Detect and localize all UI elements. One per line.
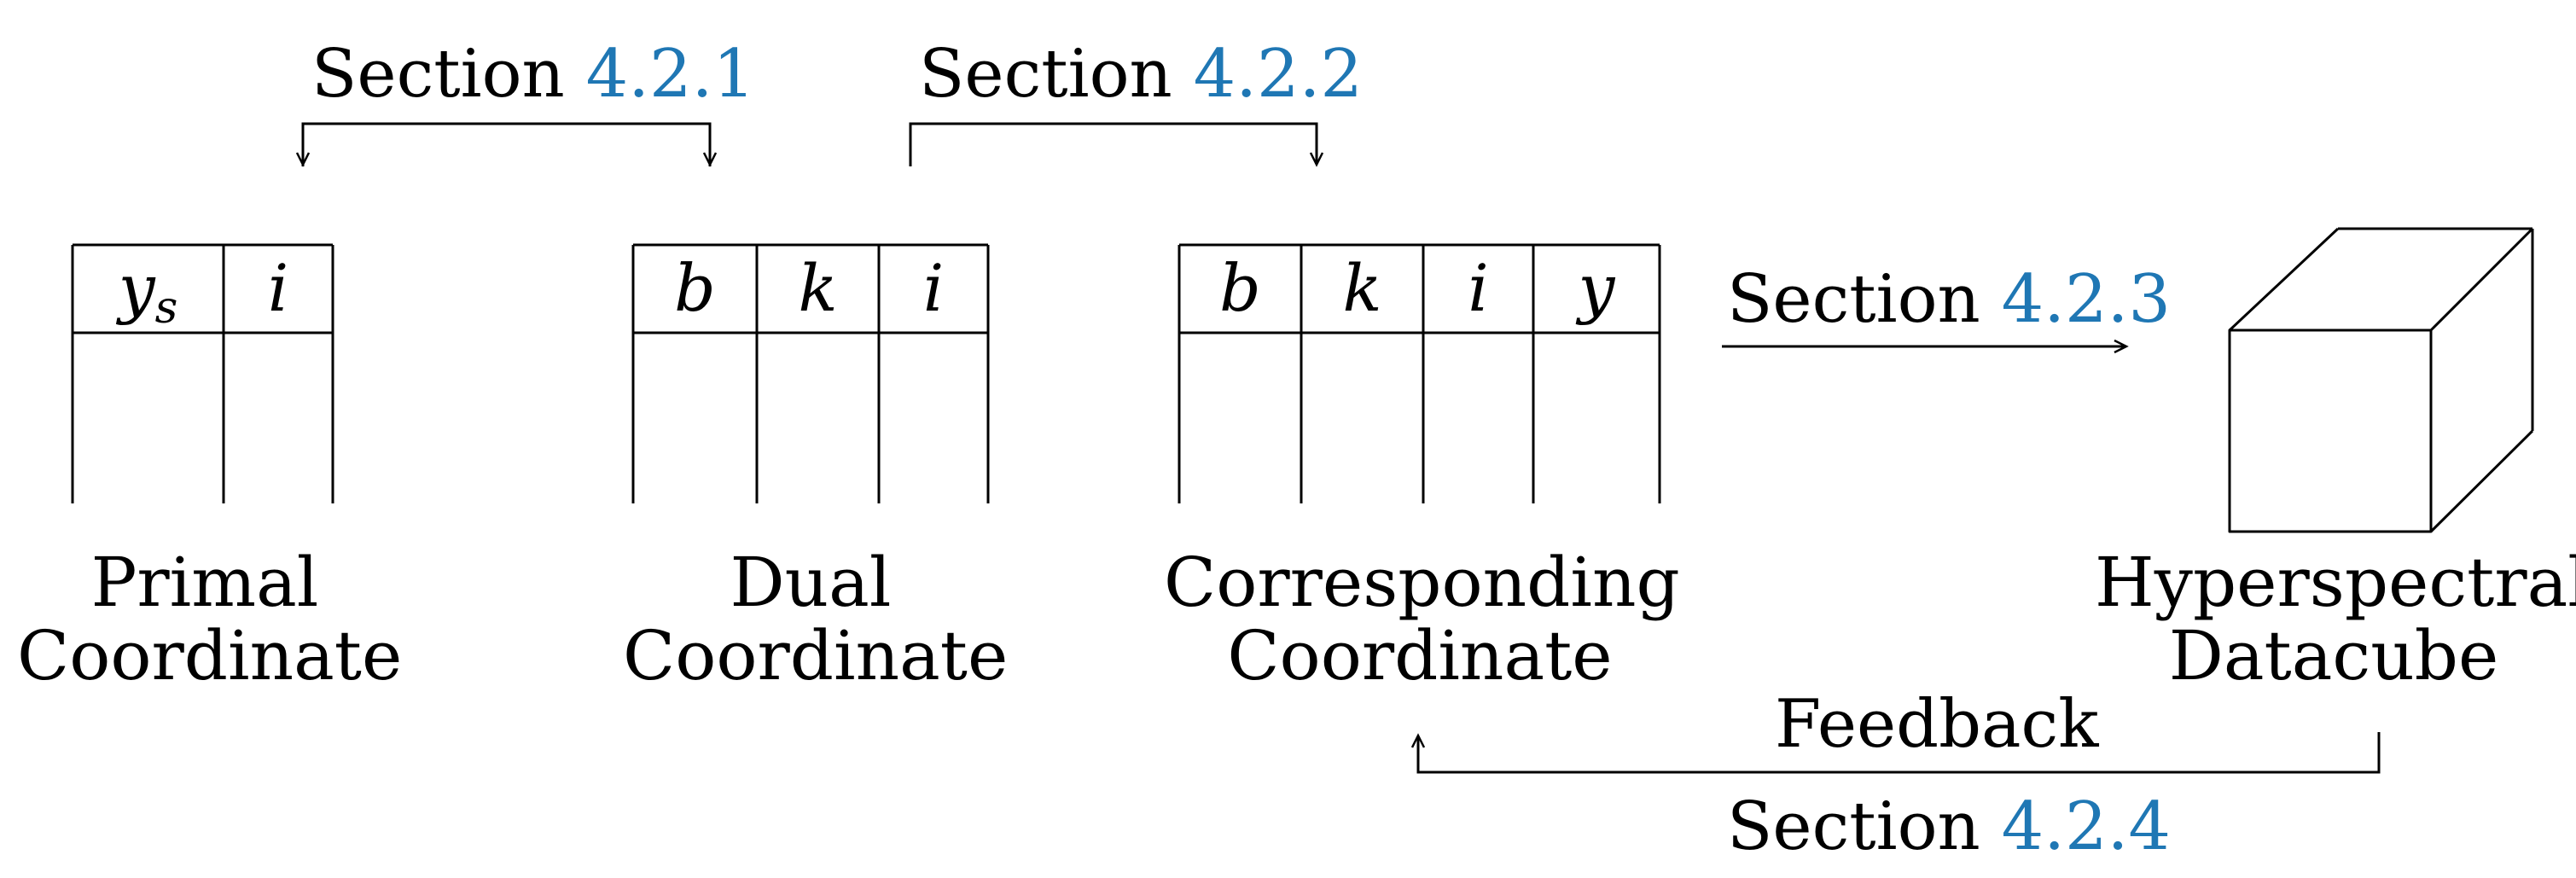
datacube-shape	[2228, 227, 2534, 533]
datacube-caption-line2: Datacube	[2168, 616, 2499, 695]
dual-header-i: i	[922, 250, 945, 326]
section-prefix: Section	[1727, 261, 1980, 338]
section-ref-link-4-2-2[interactable]: 4.2.2	[1193, 36, 1364, 113]
section-label-4-2-2: Section 4.2.2	[919, 41, 1363, 108]
bracket-arrow-4-2-1	[295, 122, 718, 167]
section-label-4-2-1: Section 4.2.1	[311, 41, 755, 108]
arrow-feedback	[1410, 732, 2381, 774]
section-prefix: Section	[311, 36, 565, 113]
dual-caption-line1: Dual	[730, 543, 892, 622]
feedback-label: Feedback	[1775, 686, 2099, 763]
corresponding-header-b: b	[1219, 250, 1261, 326]
primal-header-ys-sub: s	[154, 282, 178, 334]
section-label-4-2-4: Section 4.2.4	[1727, 794, 2171, 860]
dual-header-k: k	[798, 250, 838, 326]
primal-header-ys: ys	[74, 256, 222, 331]
section-ref-link-4-2-4[interactable]: 4.2.4	[2001, 788, 2172, 865]
section-label-4-2-3: Section 4.2.3	[1727, 266, 2171, 333]
corresponding-header-k: k	[1342, 250, 1382, 326]
primal-caption-line1: Primal	[90, 543, 319, 622]
primal-caption-line2: Coordinate	[17, 616, 403, 695]
primal-caption: Primal Coordinate	[17, 543, 403, 695]
dual-header-b: b	[674, 250, 716, 326]
corresponding-table	[1178, 243, 1661, 503]
datacube-caption-line1: Hyperspectral	[2095, 543, 2576, 622]
dual-caption: Dual Coordinate	[623, 543, 1009, 695]
dual-table	[631, 243, 990, 503]
corresponding-caption-line2: Coordinate	[1227, 616, 1613, 695]
primal-table	[71, 243, 334, 503]
primal-header-i: i	[267, 250, 289, 326]
corresponding-caption: Corresponding Coordinate	[1164, 543, 1680, 695]
dual-caption-line2: Coordinate	[623, 616, 1009, 695]
primal-header-ys-base: y	[118, 250, 155, 326]
corresponding-caption-line1: Corresponding	[1164, 543, 1680, 622]
datacube-caption: Hyperspectral Datacube	[2095, 543, 2576, 695]
bracket-arrow-4-2-2	[909, 122, 1324, 167]
section-ref-link-4-2-1[interactable]: 4.2.1	[585, 36, 756, 113]
corresponding-header-i: i	[1468, 250, 1489, 326]
corresponding-header-y: y	[1578, 250, 1615, 326]
section-ref-link-4-2-3[interactable]: 4.2.3	[2001, 261, 2172, 338]
section-prefix: Section	[919, 36, 1172, 113]
section-prefix: Section	[1727, 788, 1980, 865]
